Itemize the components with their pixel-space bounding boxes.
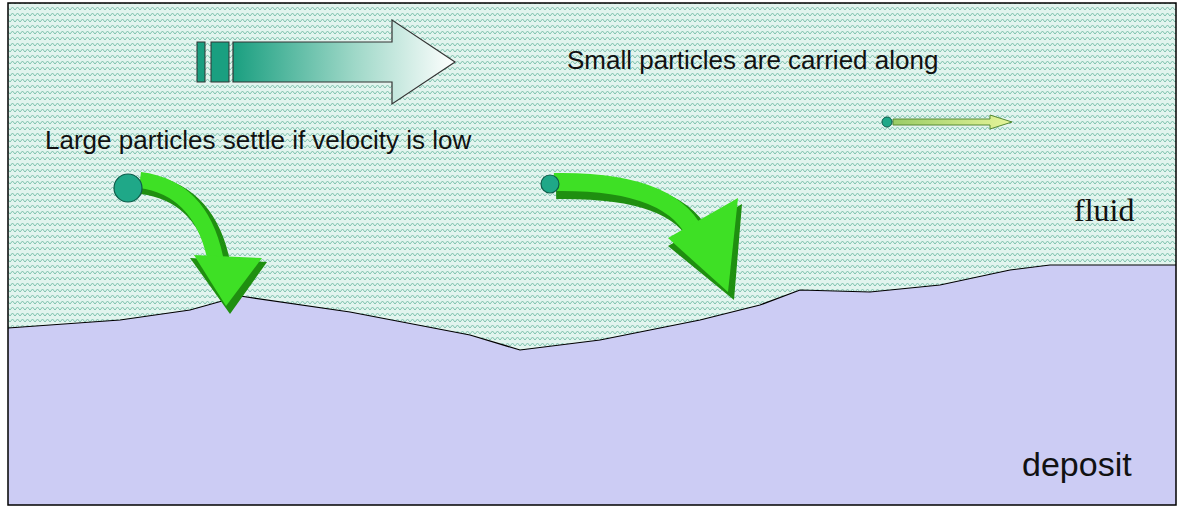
fluid-region (8, 3, 1176, 505)
small-particle (882, 115, 1012, 129)
region-label: deposit (1022, 446, 1132, 483)
flow-note: Small particles are carried along (567, 46, 938, 75)
settling-note: Large particles settle if velocity is lo… (45, 126, 471, 155)
flow-arrow (197, 20, 455, 104)
settling-arrow (541, 175, 742, 300)
deposit-region (8, 265, 1176, 505)
settling-arrow (114, 174, 267, 314)
region-label: fluid (1074, 193, 1134, 228)
frame (8, 3, 1176, 505)
deposit-surface (8, 265, 1176, 350)
